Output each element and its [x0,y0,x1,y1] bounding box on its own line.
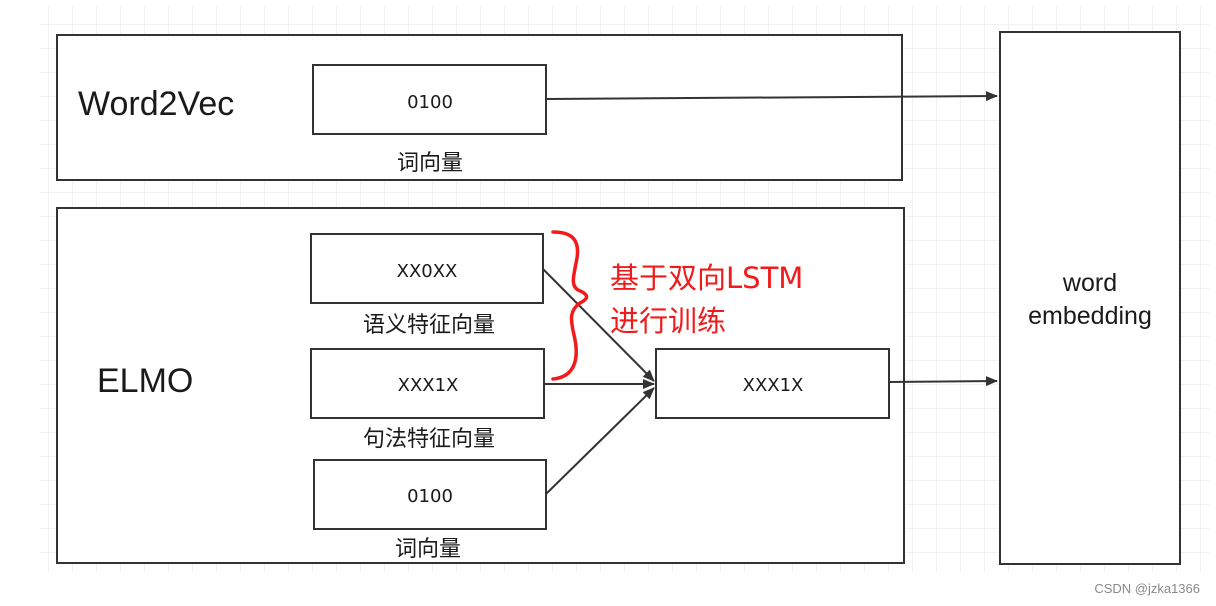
annotation-line2: 进行训练 [610,304,726,338]
elmo-output-box [655,348,890,419]
arrow-semantic-to-output [542,268,655,382]
elmo-syntax-box [310,348,545,419]
elmo-semantic-box [310,233,544,304]
arrow-word-to-output [545,387,655,495]
annotation-line1: 基于双向LSTM [610,261,803,295]
csdn-watermark: CSDN @jzka1366 [1094,581,1200,596]
elmo-word-value: 0100 [407,486,453,507]
elmo-title: ELMO [97,362,193,400]
word-embedding-box [999,31,1181,565]
elmo-semantic-value: XX0XX [397,261,458,282]
word-embedding-label-line1: word [1062,269,1117,297]
elmo-semantic-caption: 语义特征向量 [363,313,495,338]
word-embedding-label-line2: embedding [1028,302,1152,330]
word2vec-vector-caption: 词向量 [397,151,463,176]
arrow-word2vec-to-embedding [545,91,998,102]
arrow-output-to-embedding [888,376,998,387]
word2vec-vector-value: 0100 [407,92,453,113]
elmo-syntax-value: XXX1X [398,375,459,396]
word2vec-vector-box [312,64,547,135]
elmo-word-box [313,459,547,530]
word2vec-title: Word2Vec [78,85,234,123]
red-curly-brace [551,230,589,381]
elmo-syntax-caption: 句法特征向量 [363,427,495,452]
elmo-word-caption: 词向量 [395,537,461,562]
elmo-output-value: XXX1X [743,375,804,396]
